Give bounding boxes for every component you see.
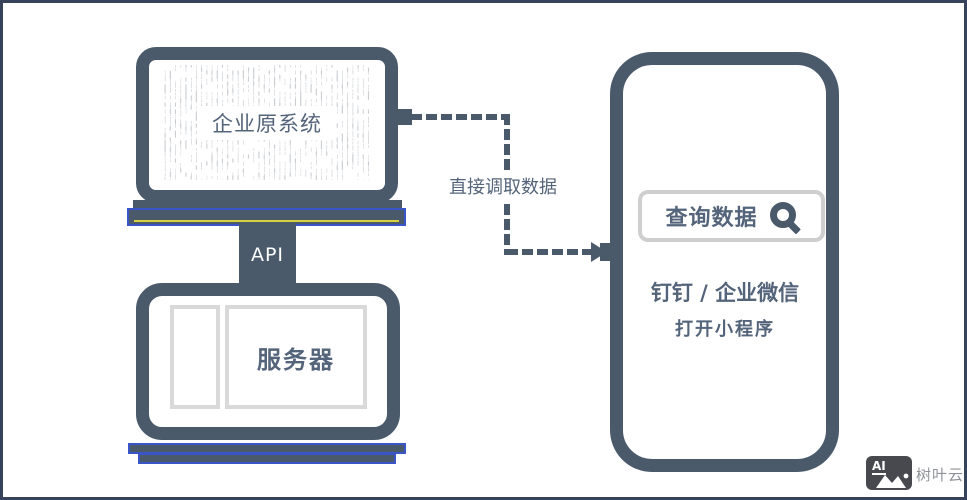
watermark-brand-text: 树叶云 xyxy=(916,466,965,484)
magnifier-icon xyxy=(769,202,801,235)
phone-frame: 查询数据 钉钉 / 企业微信 打开小程序 xyxy=(610,52,839,472)
api-connector: API xyxy=(239,224,296,286)
phone-caption-line2: 打开小程序 xyxy=(623,315,827,341)
server-device-label: 服务器 xyxy=(257,345,335,374)
keyboard-bottom-bar xyxy=(138,453,396,464)
watermark-image-icon xyxy=(876,473,909,488)
phone-caption-line1-text: 钉钉 / 企业微信 xyxy=(650,281,800,305)
server-device-frame: 服务器 xyxy=(136,283,400,440)
phone-search-box: 查询数据 xyxy=(638,190,825,242)
flow-dash-horizontal-bottom xyxy=(507,249,593,255)
api-label: API xyxy=(250,244,285,266)
watermark-logo: AI xyxy=(866,456,912,490)
flow-arrow-label: 直接调取数据 xyxy=(436,170,570,201)
stand-yellow-stripe xyxy=(134,220,399,222)
monitor-frame: ¦╵╿╹┆╽┊┊┆╹¦ ┆╻╻╎ ╽╹|╵╵╵ ┆╷╎╹ ╻┊╿¦╻┊┃ |┊╹… xyxy=(136,47,398,203)
device-right-panel: 服务器 xyxy=(225,305,367,409)
monitor-port-nub xyxy=(398,109,412,125)
phone-caption-line1: 钉钉 / 企业微信 xyxy=(623,277,827,307)
monitor-label-text: 企业原系统 xyxy=(212,112,322,136)
phone-port-nub xyxy=(600,243,612,261)
flow-arrow-label-text: 直接调取数据 xyxy=(449,176,557,198)
watermark-ai-label: AI xyxy=(872,459,886,475)
monitor-label-box: 企业原系统 xyxy=(200,106,334,140)
phone-caption-line2-text: 打开小程序 xyxy=(675,319,775,340)
flow-dash-horizontal-top xyxy=(411,114,506,120)
device-left-panel xyxy=(170,305,220,409)
search-box-text: 查询数据 xyxy=(665,206,758,231)
monitor-stand-top-bar xyxy=(133,200,402,208)
